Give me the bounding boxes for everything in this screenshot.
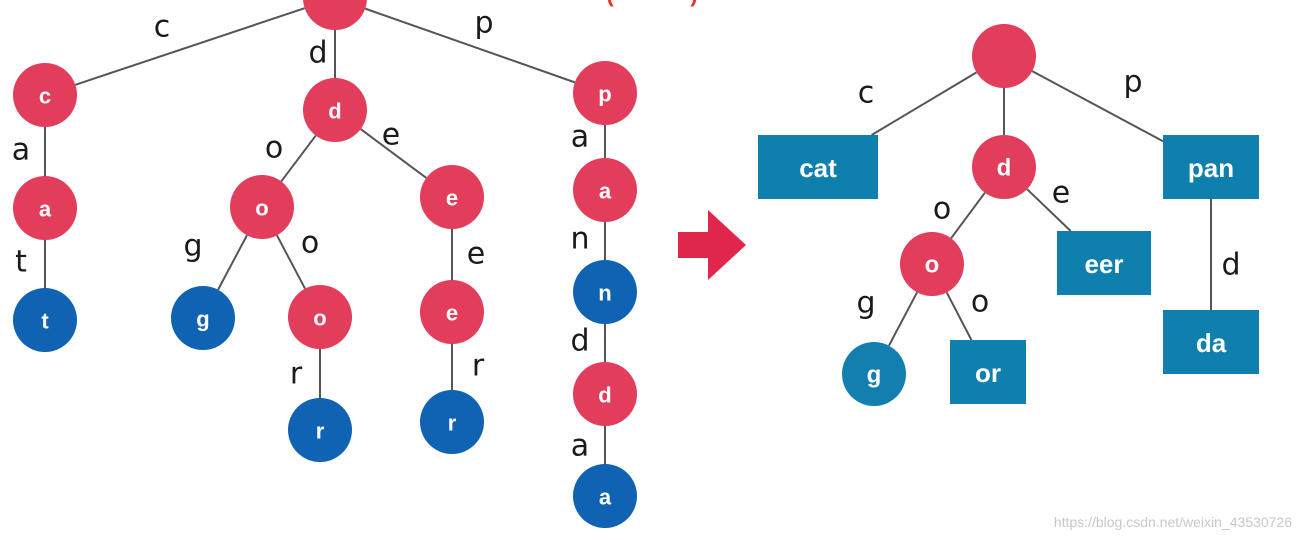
radix-leaf-box-da: [1163, 310, 1259, 374]
trie-node-a: [13, 176, 77, 240]
trie-edge-label: d: [570, 324, 589, 359]
radix-tree: c p o e g o d cat d o g or eer pan da: [758, 24, 1259, 406]
radix-node-label: g: [867, 362, 882, 389]
trie-node-label: o: [313, 306, 326, 331]
trie-node-r2: [420, 390, 484, 454]
trie-edge-o-o2: [276, 234, 306, 290]
radix-edge-o-or: [945, 291, 973, 341]
radix-node-label: o: [925, 252, 940, 279]
trie-edge-label: a: [571, 429, 589, 464]
radix-edge-label: o: [933, 192, 951, 227]
trie-node-label: o: [255, 196, 268, 221]
radix-edges: c p o e g o d: [856, 65, 1241, 347]
trie-node-label: c: [39, 84, 51, 109]
radix-node-g: [842, 342, 906, 406]
radix-edge-label: o: [971, 285, 989, 320]
radix-edge-label: p: [1123, 65, 1142, 100]
trie-edge-d-e: [360, 128, 427, 179]
radix-leaf-box-cat: [758, 135, 878, 199]
radix-edge-d-o: [950, 192, 986, 239]
trie-edge-root-c: [75, 7, 305, 86]
trie-edge-label: r: [290, 357, 303, 392]
trie-node-pd: [573, 362, 637, 426]
radix-edge-root-cat: [871, 71, 978, 136]
trie-node-t: [13, 288, 77, 352]
radix-node-label: or: [975, 358, 1001, 388]
trie-node-e2: [420, 280, 484, 344]
radix-edge-o-g: [888, 291, 918, 347]
trie-edge-d-o: [280, 134, 317, 183]
radix-leaf-box-or: [950, 340, 1026, 404]
radix-node-root: [972, 24, 1036, 88]
trie-node-root: [303, 0, 367, 30]
clipped-heading-end: ): [690, 0, 697, 7]
trie-edge-label: e: [382, 118, 400, 153]
trie-node-pa2: [573, 464, 637, 528]
trie-edge-o-g: [217, 234, 248, 291]
trie-edge-label: d: [308, 36, 327, 71]
trie-edge-label: n: [570, 222, 589, 257]
transform-arrow-icon: [678, 210, 746, 280]
radix-nodes: cat d o g or eer pan da: [758, 24, 1259, 406]
trie-node-label: d: [598, 383, 611, 408]
trie-node-o2: [288, 285, 352, 349]
trie-edge-label: r: [472, 349, 485, 384]
trie-node-label: n: [598, 281, 611, 306]
radix-edge-d-eer: [1026, 188, 1072, 232]
trie-node-g: [171, 286, 235, 350]
radix-edge-label: d: [1221, 248, 1240, 283]
trie-edge-label: t: [15, 245, 27, 280]
trie-edge-label: o: [265, 131, 283, 166]
watermark-text: https://blog.csdn.net/weixin_43530726: [1054, 514, 1292, 530]
trie-edge-label: p: [474, 6, 493, 41]
trie-edge-root-p: [364, 7, 576, 84]
radix-edge-label: c: [858, 76, 875, 111]
radix-leaf-box-pan: [1163, 135, 1259, 199]
radix-edge-root-pan: [1031, 70, 1164, 143]
trie-edge-label: o: [301, 226, 319, 261]
radix-node-o: [900, 232, 964, 296]
trie-node-label: p: [598, 82, 611, 107]
trie-edge-label: e: [467, 237, 485, 272]
radix-edge-label: e: [1052, 176, 1070, 211]
trie-node-label: g: [196, 307, 209, 332]
trie-node-label: a: [599, 179, 612, 204]
trie-node-o: [230, 175, 294, 239]
trie-edge-label: g: [183, 229, 202, 264]
radix-node-label: pan: [1188, 153, 1234, 183]
radix-node-label: da: [1196, 328, 1227, 358]
trie-node-label: e: [446, 186, 458, 211]
radix-node-label: d: [997, 155, 1012, 182]
trie-node-label: r: [448, 411, 457, 436]
trie-node-r: [288, 398, 352, 462]
trie-node-n: [573, 260, 637, 324]
trie-node-label: t: [41, 309, 49, 334]
trie-node-label: a: [599, 485, 612, 510]
radix-leaf-box-eer: [1057, 231, 1151, 295]
radix-node-label: eer: [1084, 249, 1123, 279]
radix-node-d: [972, 135, 1036, 199]
trie-node-label: a: [39, 197, 52, 222]
trie-edge-label: c: [154, 10, 171, 45]
trie-node-pa: [573, 158, 637, 222]
trie-node-e: [420, 165, 484, 229]
radix-edge-label: g: [856, 286, 875, 321]
radix-node-label: cat: [799, 153, 837, 183]
trie-node-d: [303, 78, 367, 142]
trie-node-label: d: [328, 99, 341, 124]
trie-edge-label: a: [12, 133, 30, 168]
clipped-heading: (: [606, 0, 614, 7]
trie-node-p: [573, 61, 637, 125]
trie-edge-label: a: [571, 120, 589, 155]
trie-node-c: [13, 63, 77, 127]
trie-node-label: e: [446, 301, 458, 326]
trie-node-label: r: [316, 419, 325, 444]
